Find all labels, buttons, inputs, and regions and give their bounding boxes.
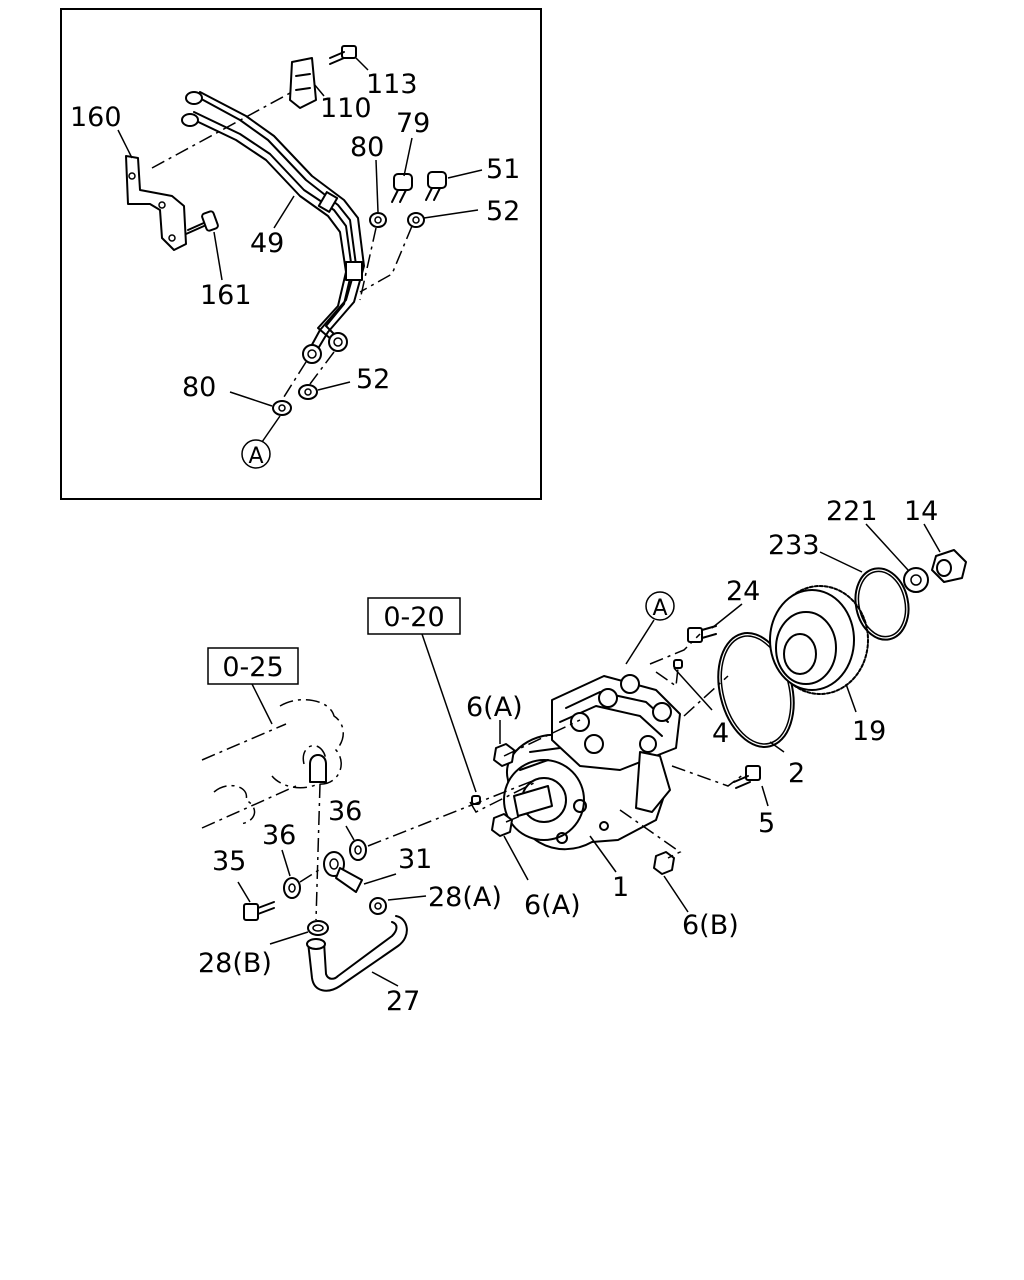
callout-28b: 28(B) bbox=[198, 948, 272, 979]
callout-80-bottom: 80 bbox=[182, 372, 216, 403]
callout-28a: 28(A) bbox=[428, 882, 502, 913]
callout-160: 160 bbox=[70, 102, 122, 133]
callout-6a-bottom: 6(A) bbox=[524, 890, 581, 921]
callout-27: 27 bbox=[386, 986, 420, 1017]
nut-part bbox=[491, 813, 513, 837]
bracket-part bbox=[125, 155, 187, 251]
callout-6b: 6(B) bbox=[682, 910, 739, 941]
callout-113: 113 bbox=[366, 69, 418, 100]
key-part bbox=[673, 659, 683, 669]
callout-51: 51 bbox=[486, 154, 520, 185]
clamp-part bbox=[289, 57, 317, 109]
nut-part bbox=[931, 549, 967, 583]
callout-52-bottom: 52 bbox=[356, 364, 390, 395]
callout-5: 5 bbox=[758, 808, 775, 839]
banjo-bolt-part bbox=[425, 171, 447, 201]
callout-221: 221 bbox=[826, 496, 878, 527]
callout-1: 1 bbox=[612, 872, 629, 903]
fuel-pipe-part bbox=[181, 91, 365, 364]
callout-31: 31 bbox=[398, 844, 432, 875]
callout-80-top: 80 bbox=[350, 132, 384, 163]
o-ring-part bbox=[854, 567, 910, 641]
washer-part bbox=[369, 212, 387, 228]
detail-marker-letter: A bbox=[248, 444, 263, 469]
bolt-part bbox=[329, 45, 357, 65]
callout-52-top: 52 bbox=[486, 196, 520, 227]
callout-2: 2 bbox=[788, 758, 805, 789]
washer-part bbox=[903, 567, 929, 593]
callout-19: 19 bbox=[852, 716, 886, 747]
bolt-part bbox=[185, 210, 219, 235]
nut-part bbox=[493, 743, 515, 767]
plug-part bbox=[309, 754, 327, 783]
callout-14: 14 bbox=[904, 496, 938, 527]
washer-part bbox=[272, 400, 292, 416]
banjo-bolt-part bbox=[391, 173, 413, 203]
bolt-part bbox=[243, 901, 275, 921]
callout-161: 161 bbox=[200, 280, 252, 311]
washer-part bbox=[349, 839, 367, 861]
callout-6a-top: 6(A) bbox=[466, 692, 523, 723]
washer-part bbox=[407, 212, 425, 228]
hose-clip-part bbox=[307, 920, 329, 936]
hose-part bbox=[306, 915, 408, 992]
bolt-part bbox=[687, 625, 717, 643]
detail-marker-a-bottom: A bbox=[241, 439, 271, 469]
detail-marker-a-top: A bbox=[645, 591, 675, 621]
hose-clip-part bbox=[369, 897, 387, 915]
washer-part bbox=[283, 877, 301, 899]
eye-bolt-fitting-part bbox=[323, 851, 363, 893]
callout-4: 4 bbox=[712, 718, 729, 749]
detail-inset-frame bbox=[60, 8, 542, 500]
callout-24: 24 bbox=[726, 576, 760, 607]
callout-49: 49 bbox=[250, 228, 284, 259]
washer-part bbox=[298, 384, 318, 400]
callout-36-right: 36 bbox=[328, 796, 362, 827]
nut-part bbox=[653, 851, 675, 875]
detail-marker-letter: A bbox=[652, 596, 667, 621]
bolt-part bbox=[733, 765, 761, 789]
callout-79: 79 bbox=[396, 108, 430, 139]
callout-233: 233 bbox=[768, 530, 820, 561]
callout-35: 35 bbox=[212, 846, 246, 877]
reference-0-20-label: 0-20 bbox=[383, 602, 444, 633]
reference-box-0-25: 0-25 bbox=[207, 647, 299, 685]
reference-box-0-20: 0-20 bbox=[367, 597, 461, 635]
injection-pump-part bbox=[503, 674, 681, 851]
reference-0-25-label: 0-25 bbox=[222, 652, 283, 683]
callout-36-left: 36 bbox=[262, 820, 296, 851]
callout-110: 110 bbox=[320, 93, 372, 124]
drive-gear-part bbox=[769, 585, 869, 695]
